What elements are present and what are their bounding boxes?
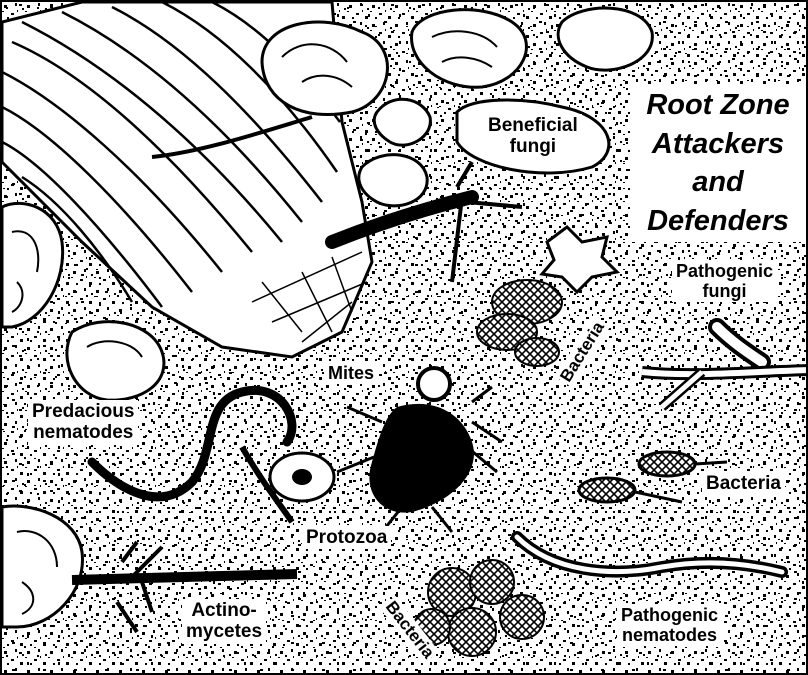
label-predacious-nematodes-line-1: Predacious	[32, 401, 134, 422]
label-actinomycetes: Actino- mycetes	[182, 599, 266, 644]
title-line-2: Attackers	[630, 125, 806, 164]
label-beneficial-fungi: Beneficial fungi	[484, 114, 582, 159]
label-actinomycetes-line-2: mycetes	[186, 621, 262, 642]
label-protozoa: Protozoa	[302, 526, 391, 549]
label-predacious-nematodes: Predacious nematodes	[28, 400, 138, 445]
label-beneficial-fungi-line-1: Beneficial	[488, 115, 578, 136]
diagram-title: Root Zone Attackers and Defenders	[630, 84, 806, 242]
title-line-4: Defenders	[630, 202, 806, 241]
title-line-1: Root Zone	[630, 86, 806, 125]
label-pathogenic-nematodes-line-2: nematodes	[621, 625, 718, 645]
label-bacteria-right: Bacteria	[702, 472, 785, 495]
label-beneficial-fungi-line-2: fungi	[488, 136, 578, 157]
label-pathogenic-fungi-line-1: Pathogenic	[676, 261, 773, 281]
label-pathogenic-fungi: Pathogenic fungi	[672, 260, 777, 302]
label-pathogenic-fungi-line-2: fungi	[676, 281, 773, 301]
label-pathogenic-nematodes-line-1: Pathogenic	[621, 605, 718, 625]
label-actinomycetes-line-1: Actino-	[186, 600, 262, 621]
label-pathogenic-nematodes: Pathogenic nematodes	[617, 604, 722, 646]
label-mites: Mites	[324, 362, 378, 384]
label-predacious-nematodes-line-2: nematodes	[32, 422, 134, 443]
title-line-3: and	[630, 163, 806, 202]
